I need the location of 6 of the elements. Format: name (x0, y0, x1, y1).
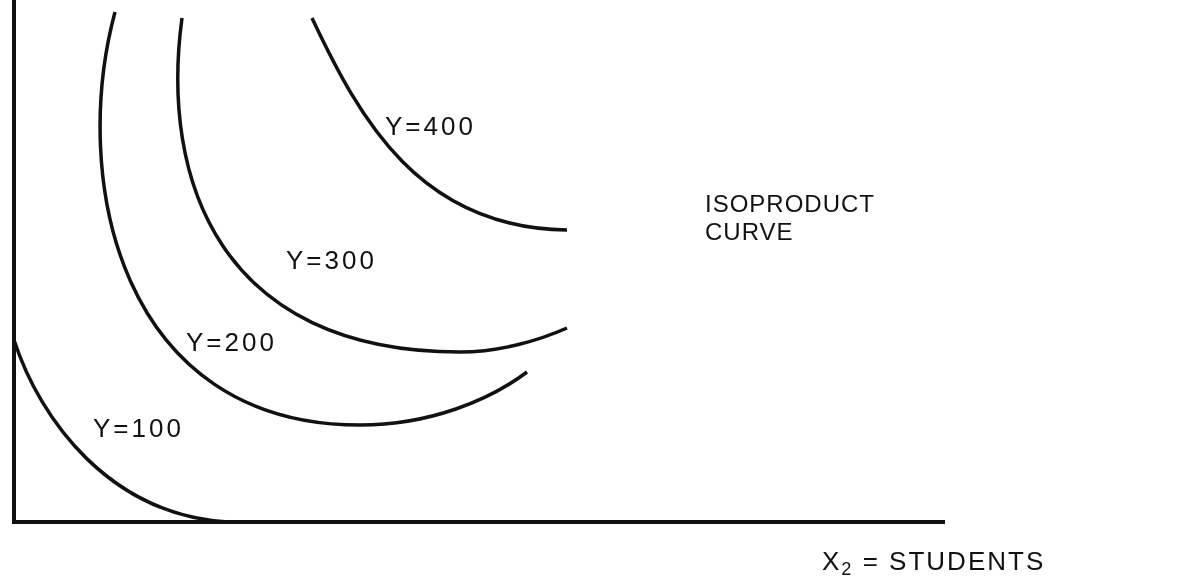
chart-label: Y=100 (93, 414, 185, 444)
chart-label: ISOPRODUCT CURVE (705, 190, 876, 246)
chart-label: Y=400 (385, 112, 477, 142)
chart-label: X$_{2}$ = STUDENTS (822, 547, 1047, 580)
chart-label: Y=200 (186, 328, 278, 358)
chart-label: Y=300 (286, 246, 378, 276)
